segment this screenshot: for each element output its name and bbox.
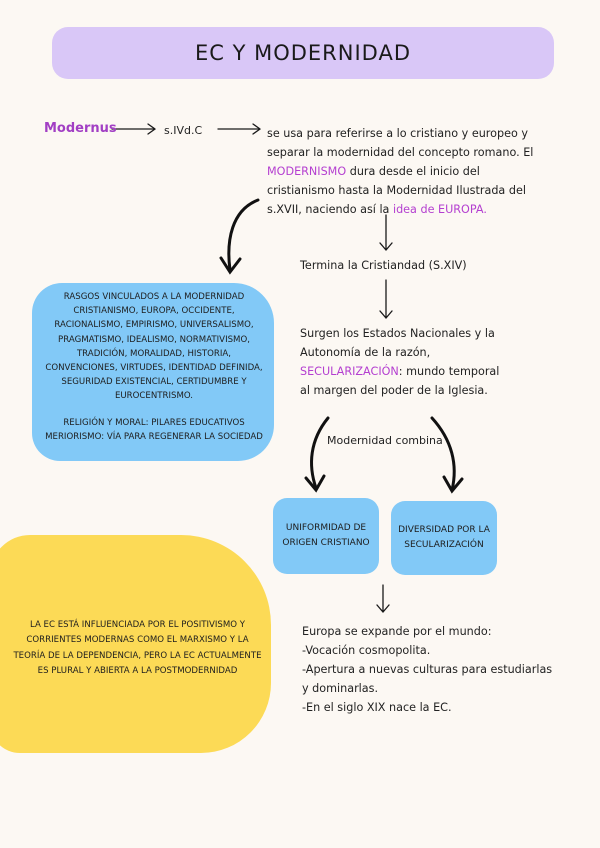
diversidad-text: DIVERSIDAD POR LA SECULARIZACIÓN — [398, 525, 490, 550]
arrow-siglo-intro — [217, 123, 262, 135]
arrow-modernus-siglo — [111, 123, 157, 135]
rasgos-text: RASGOS VINCULADOS A LA MODERNIDAD CRISTI… — [40, 290, 268, 444]
arrow-to-diversidad — [430, 416, 456, 492]
uniformidad-text: UNIFORMIDAD DE ORIGEN CRISTIANO — [282, 523, 370, 548]
europa-line2: -Vocación cosmopolita. — [302, 644, 431, 657]
estados-line1: Surgen los Estados Nacionales y la Auton… — [300, 327, 495, 359]
arrow-to-rasgos — [227, 198, 260, 272]
arrow-to-uniformidad — [310, 416, 330, 490]
intro-line1: se usa para referirse a lo cristiano y e… — [267, 127, 529, 159]
modernismo-highlight: MODERNISMO — [267, 165, 347, 178]
diversidad-box: DIVERSIDAD POR LA SECULARIZACIÓN — [391, 501, 497, 575]
combina-label: Modernidad combina — [327, 434, 443, 447]
title-banner: EC Y MODERNIDAD — [52, 27, 554, 79]
intro-el: El — [523, 146, 534, 159]
intro-line2: dura desde el inicio del cristianismo ha… — [267, 165, 526, 216]
europa-line1: Europa se expande por el mundo: — [302, 625, 492, 638]
estados-text: Surgen los Estados Nacionales y la Auton… — [300, 324, 500, 400]
modernus-label: Modernus — [44, 121, 117, 136]
arrow-to-cristiandad — [379, 214, 393, 251]
rasgos-box — [32, 283, 274, 461]
positivismo-text: LA EC ESTÁ INFLUENCIADA POR EL POSITIVIS… — [13, 620, 262, 676]
positivismo-box — [0, 535, 271, 753]
pilares-paragraph: RELIGIÓN Y MORAL: PILARES EDUCATIVOS MER… — [45, 417, 263, 442]
secularizacion-highlight: SECULARIZACIÓN — [300, 365, 399, 378]
uniformidad-box: UNIFORMIDAD DE ORIGEN CRISTIANO — [273, 498, 379, 574]
europa-line3: -Apertura a nuevas culturas para estudia… — [302, 663, 553, 695]
arrow-to-europa — [376, 584, 390, 613]
europa-highlight: idea de EUROPA. — [392, 203, 487, 216]
intro-text: se usa para referirse a lo cristiano y e… — [267, 124, 542, 219]
siglo-label: s.IVd.C — [164, 124, 203, 137]
estados-line2: : mundo temporal al margen del poder de … — [300, 365, 500, 397]
arrow-to-estados — [379, 279, 393, 319]
rasgos-paragraph: RASGOS VINCULADOS A LA MODERNIDAD CRISTI… — [45, 292, 263, 402]
cristiandad-text: Termina la Cristiandad (S.XIV) — [300, 259, 467, 272]
page-title: EC Y MODERNIDAD — [194, 41, 412, 65]
europa-line4: -En el siglo XIX nace la EC. — [302, 701, 452, 714]
europa-text: Europa se expande por el mundo: -Vocació… — [302, 622, 562, 717]
